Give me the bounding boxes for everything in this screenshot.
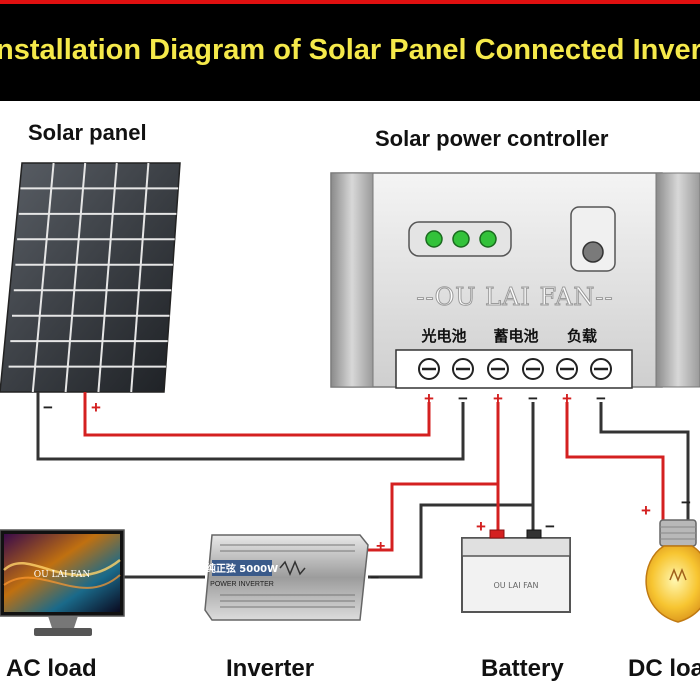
inverter-minus-mark: − xyxy=(370,570,379,587)
indicator-light-2-icon xyxy=(452,230,470,248)
ac-load-label: AC load xyxy=(6,655,97,682)
top-accent-line xyxy=(0,0,700,4)
battery-brand: OU LAI FAN xyxy=(493,581,538,590)
terminal-label-load: 负载 xyxy=(567,327,597,345)
dc-load-positive-wire xyxy=(565,402,665,520)
battery-icon: OU LAI FAN + − xyxy=(461,517,571,613)
inverter-power-badge: 纯正弦 5000W xyxy=(206,562,278,575)
solar-panel-label: Solar panel xyxy=(28,120,147,145)
indicator-light-1-icon xyxy=(425,230,443,248)
panel-negative-wire xyxy=(36,392,465,461)
inverter-icon: 纯正弦 5000W POWER INVERTER + − xyxy=(204,534,385,621)
ac-load-monitor-icon: OU LAI FAN xyxy=(0,529,125,636)
dc-load-plus-mark: + xyxy=(641,501,651,520)
svg-text:+: + xyxy=(493,389,503,408)
inverter-positive-wire xyxy=(368,482,498,552)
controller-label: Solar power controller xyxy=(375,126,609,151)
title-banner: Installation Diagram of Solar Panel Conn… xyxy=(0,4,700,101)
battery-plus-mark: + xyxy=(476,517,486,536)
diagram-title: Installation Diagram of Solar Panel Conn… xyxy=(0,34,700,66)
battery-minus-mark: − xyxy=(545,517,555,536)
controller-button-icon xyxy=(582,241,604,263)
inverter-subtitle: POWER INVERTER xyxy=(210,581,274,588)
panel-plus-mark: + xyxy=(91,398,101,417)
inverter-plus-mark: + xyxy=(376,538,385,555)
monitor-brand: OU LAI FAN xyxy=(34,570,91,580)
terminal-label-pv: 光电池 xyxy=(420,327,466,345)
svg-text:−: − xyxy=(596,389,606,408)
dc-load-minus-mark: − xyxy=(681,493,691,512)
dc-load-bulb-icon: + − xyxy=(641,493,700,623)
negative-wires xyxy=(36,392,690,579)
solar-controller-icon: --OU LAI FAN-- 光电池 蓄电池 负载 xyxy=(330,172,700,389)
svg-text:−: − xyxy=(458,389,468,408)
battery-label: Battery xyxy=(481,655,564,682)
dc-load-label: DC load xyxy=(628,655,700,682)
terminal-label-battery: 蓄电池 xyxy=(493,327,538,345)
svg-text:+: + xyxy=(562,389,572,408)
panel-minus-mark: − xyxy=(43,398,53,417)
dc-load-negative-wire xyxy=(599,402,690,530)
svg-text:+: + xyxy=(424,389,434,408)
controller-brand: --OU LAI FAN-- xyxy=(416,283,613,311)
inverter-label: Inverter xyxy=(226,655,315,682)
panel-positive-wire xyxy=(83,392,431,437)
solar-panel-icon xyxy=(0,162,181,393)
inverter-negative-wire xyxy=(368,503,533,579)
svg-text:−: − xyxy=(528,389,538,408)
terminal-polarity-marks: + − + − + − xyxy=(424,389,606,408)
indicator-light-3-icon xyxy=(479,230,497,248)
positive-wires xyxy=(83,392,665,552)
